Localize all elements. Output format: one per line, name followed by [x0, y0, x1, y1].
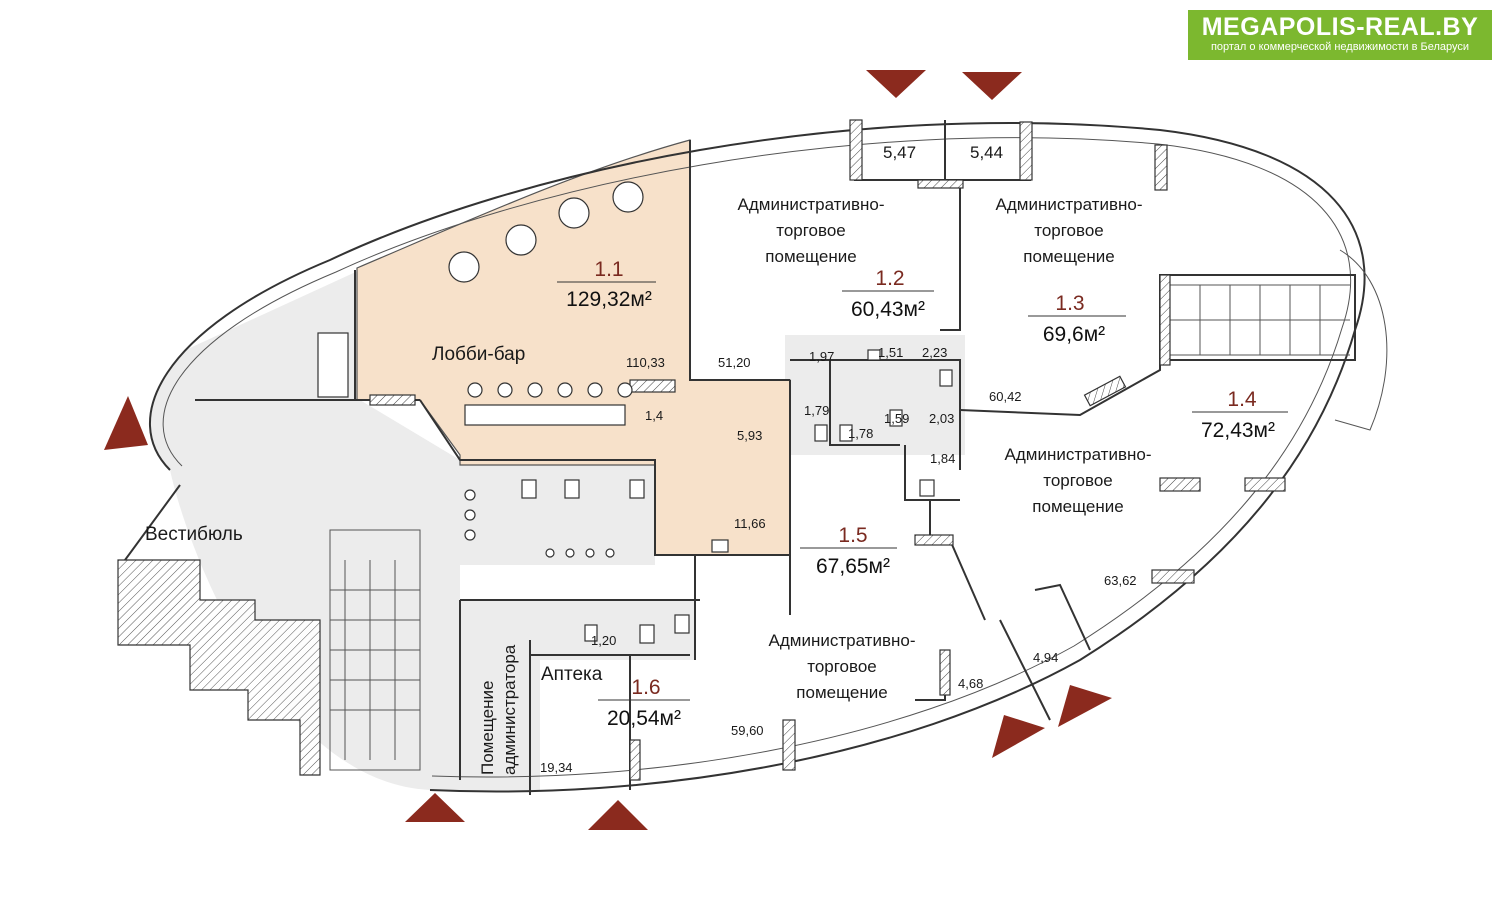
- admin-trade-label-1-5: Административно- торговое помещение: [769, 631, 916, 702]
- area-1-78: 1,78: [848, 426, 873, 441]
- vestibule-label: Вестибюль: [145, 524, 243, 545]
- plan-label: Административно-: [738, 195, 885, 214]
- plan-label: помещение: [765, 247, 856, 266]
- plan-label: помещение: [1032, 497, 1123, 516]
- area-1-84: 1,84: [930, 451, 955, 466]
- plan-label: торговое: [807, 657, 877, 676]
- unit-1-2-label[interactable]: 1.2 60,43м²: [842, 267, 934, 321]
- plan-label: 72,43м²: [1201, 419, 1275, 442]
- pharmacy-label: Аптека: [541, 664, 603, 685]
- restroom-fixtures: [317, 332, 953, 644]
- plan-label: 1.6: [631, 676, 660, 699]
- plan-label: торговое: [776, 221, 846, 240]
- lobby-bar-label: Лобби-бар: [432, 344, 525, 365]
- plan-label: 69,6м²: [1043, 323, 1105, 346]
- small-area-labels: 5,47 5,44 110,33 51,20 1,97 1,51 2,23 1,…: [540, 143, 1137, 775]
- plan-label: Административно-: [769, 631, 916, 650]
- entrance-arrow-right-1: [992, 715, 1045, 758]
- logo-title: MEGAPOLIS-REAL.BY: [1201, 13, 1479, 41]
- area-59-60: 59,60: [731, 723, 764, 738]
- entrance-arrow-bottom-2: [588, 800, 648, 830]
- admin-room-label: Помещение администратора: [478, 644, 519, 775]
- unit-1-6-label[interactable]: 1.6 20,54м²: [598, 676, 690, 730]
- area-1-51: 1,51: [878, 345, 903, 360]
- admin-trade-label-1-3: Административно- торговое помещение: [996, 195, 1143, 266]
- entrance-arrow-bottom-1: [405, 793, 465, 822]
- area-4-68: 4,68: [958, 676, 983, 691]
- area-5-44: 5,44: [970, 143, 1003, 162]
- unit-labels: 1.1 129,32м² 1.2 60,43м² 1.3 69,6м² 1.4 …: [557, 258, 1288, 730]
- admin-trade-label-1-4: Административно- торговое помещение: [1005, 445, 1152, 516]
- area-63-62: 63,62: [1104, 573, 1137, 588]
- area-110-33: 110,33: [626, 355, 665, 370]
- plan-label: 67,65м²: [816, 555, 890, 578]
- area-5-47: 5,47: [883, 143, 916, 162]
- area-1-59: 1,59: [884, 411, 909, 426]
- entrance-arrow-right-2: [1058, 685, 1112, 727]
- plan-label: 1.1: [594, 258, 623, 281]
- entrance-arrow-top-1: [866, 70, 926, 98]
- admin-room-label-line2: администратора: [500, 644, 519, 775]
- plan-label: помещение: [796, 683, 887, 702]
- area-1-79: 1,79: [804, 403, 829, 418]
- area-51-20: 51,20: [718, 355, 751, 370]
- unit-1-3-label[interactable]: 1.3 69,6м²: [1028, 292, 1126, 346]
- vestibule-walls: [117, 484, 421, 776]
- area-5-93: 5,93: [737, 428, 762, 443]
- plan-label: Административно-: [1005, 445, 1152, 464]
- plan-label: 129,32м²: [566, 288, 652, 311]
- logo-subtitle: портал о коммерческой недвижимости в Бел…: [1210, 41, 1470, 53]
- area-1-4: 1,4: [645, 408, 663, 423]
- area-1-97: 1,97: [809, 349, 834, 364]
- plan-label: Административно-: [996, 195, 1143, 214]
- area-2-23: 2,23: [922, 345, 947, 360]
- plan-label: торговое: [1034, 221, 1104, 240]
- plan-label: 1.4: [1227, 388, 1257, 411]
- unit-1-5-label[interactable]: 1.5 67,65м²: [800, 524, 897, 578]
- outer-walls: [148, 121, 1388, 793]
- plan-label: 1.2: [875, 267, 904, 290]
- structural-blocks: [369, 119, 1286, 781]
- area-1-20: 1,20: [591, 633, 616, 648]
- area-19-34: 19,34: [540, 760, 573, 775]
- unit-1-4-label[interactable]: 1.4 72,43м²: [1192, 388, 1288, 442]
- plan-label: торговое: [1043, 471, 1113, 490]
- bar-furniture: [448, 181, 644, 426]
- entrance-arrows: [104, 70, 1112, 830]
- room-labels: Лобби-бар Вестибюль Аптека Помещение адм…: [145, 195, 1151, 775]
- plan-label: 1.3: [1055, 292, 1084, 315]
- plan-label: помещение: [1023, 247, 1114, 266]
- entrance-arrow-left: [104, 396, 148, 450]
- area-2-03: 2,03: [929, 411, 954, 426]
- megapolis-logo[interactable]: MEGAPOLIS-REAL.BY портал о коммерческой …: [1188, 10, 1492, 60]
- plan-label: 60,43м²: [851, 298, 925, 321]
- plan-label: 1.5: [838, 524, 867, 547]
- entrance-arrow-top-2: [962, 72, 1022, 100]
- area-60-42: 60,42: [989, 389, 1022, 404]
- unit-1-1-label[interactable]: 1.1 129,32м²: [557, 258, 656, 311]
- admin-trade-label-1-2: Административно- торговое помещение: [738, 195, 885, 266]
- plan-label: 20,54м²: [607, 707, 681, 730]
- area-11-66: 11,66: [734, 516, 766, 531]
- area-4-94: 4,94: [1033, 650, 1058, 665]
- admin-room-label-line1: Помещение: [478, 681, 497, 775]
